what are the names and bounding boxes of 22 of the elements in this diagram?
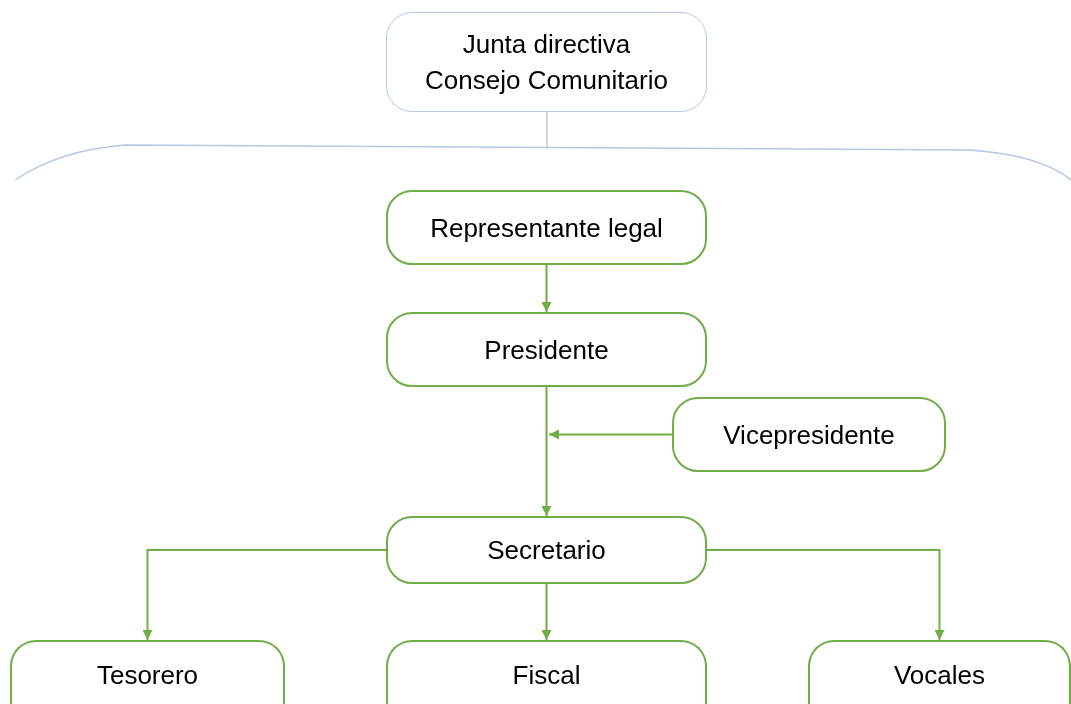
org-box [386, 190, 707, 265]
role-label: Presidente [484, 333, 609, 367]
org-box [386, 640, 707, 704]
org-box [808, 640, 1071, 704]
role-label: Representante legal [430, 211, 663, 245]
org-box [386, 12, 707, 112]
arrow [706, 549, 945, 641]
arrow [548, 429, 673, 440]
arrow [142, 549, 387, 641]
role-label: Vicepresidente [723, 418, 895, 452]
org-box [386, 516, 707, 584]
org-box [386, 312, 707, 387]
arrow [541, 386, 552, 517]
role-label: Vocales [893, 659, 986, 692]
role-label: Secretario [487, 534, 606, 567]
arrow [541, 583, 552, 641]
role-label: Junta directiva Consejo Comunitario [424, 28, 669, 97]
role-label: Fiscal [512, 659, 581, 692]
arrow [541, 264, 552, 313]
org-box [10, 640, 285, 704]
role-label: Tesorero [96, 659, 199, 692]
org-box [672, 397, 946, 472]
